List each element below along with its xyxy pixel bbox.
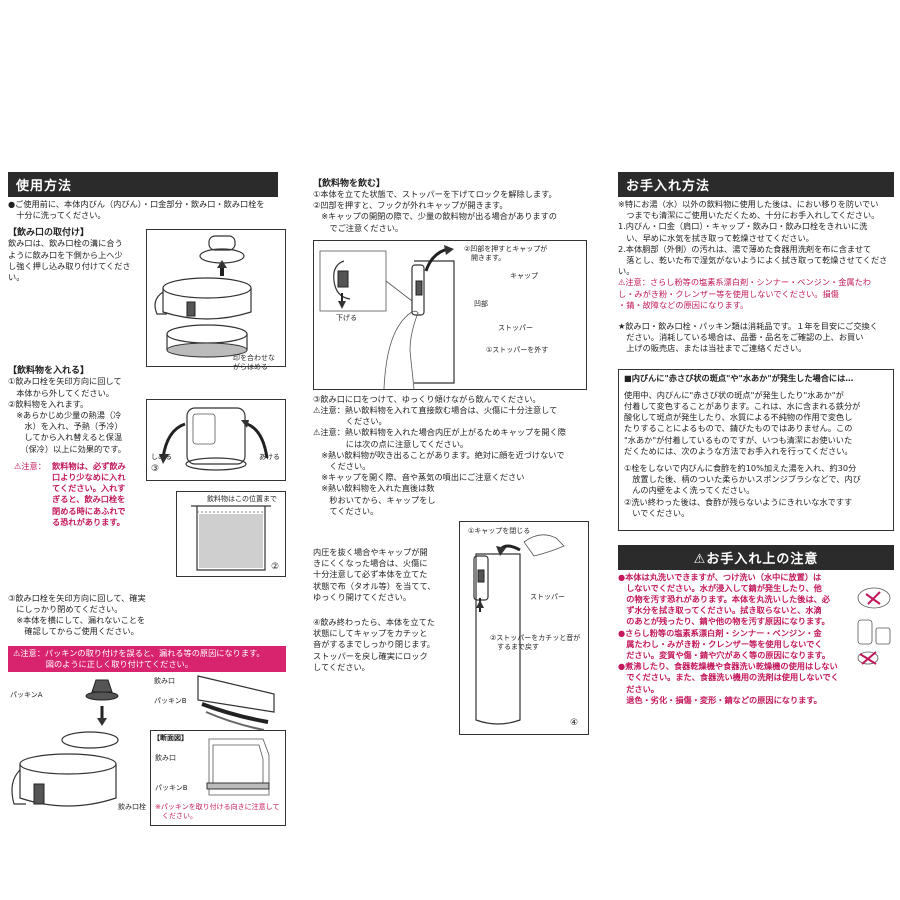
stopper-label: ストッパー <box>498 323 533 332</box>
drink-step-4: ④飲み終わったら、本体を立てた 状態にしてキャップをカチッと 音がするまでしっか… <box>313 617 435 672</box>
recess-label: 凹部 <box>474 299 488 308</box>
figure-4-number: ④ <box>570 718 579 729</box>
caution-1-label: ⚠注意： <box>313 405 345 416</box>
rust-box: ■内びんに"赤さび状の斑点"や"水あか"が発生した場合には… 使用中、内びんに"… <box>618 368 894 531</box>
drink-steps: ①本体を立てた状態で、ストッパーを下げてロックを解除します。 ②凹部を押すと、フ… <box>313 189 557 233</box>
fill-level-figure: 飲料物はこの位置まで ② <box>176 490 286 577</box>
section-gasket-b-label: パッキンB <box>155 783 188 792</box>
mount-section: 【飲み口の取付け】 飲み口は、飲み口栓の溝に合う ように飲み口を下側から上へ少 … <box>8 225 286 371</box>
remove-stopper-label: ①ストッパーを外す <box>486 345 549 354</box>
pressure-text: 内圧を抜く場合やキャップが開 きにくくなった場合は、火傷に 十分注意して必ず本体… <box>313 547 436 602</box>
figure-2-number: ② <box>271 561 280 572</box>
cap-label: キャップ <box>510 271 538 280</box>
gasket-note: ※パッキンを取り付ける向きに注意して ください。 <box>155 802 280 820</box>
care-illustration <box>857 587 891 665</box>
caution-1: ⚠注意： 飲料物は、必ず飲み 口より少なめに入れ てください。入れす ぎると、飲… <box>8 461 286 531</box>
rust-box-title: ■内びんに"赤さび状の斑点"や"水あか"が発生した場合には… <box>624 372 854 383</box>
caution-text: 飲料物は、必ず飲み 口より少なめに入れ てください。入れす ぎると、飲み口栓を … <box>52 460 126 527</box>
figure-3-number: ③ <box>151 463 160 474</box>
right-column: お手入れ方法 ※特にお湯（水）以外の飲料物に使用した後は、におい移りを防いでい … <box>618 172 894 706</box>
rust-box-steps: ①栓をしないで内びんに食酢を約10%加えた湯を入れ、約30分 放置した後、柄のつ… <box>624 463 861 518</box>
fill-title: 【飲料物を入れる】 <box>8 366 90 377</box>
open-label: あける <box>259 452 280 461</box>
mount-title: 【飲み口の取付け】 <box>8 228 90 239</box>
caution-1: ⚠注意：熱い飲料物を入れて直接飲む場合は、火傷に十分注意して ください。 <box>313 405 589 427</box>
press-label: ②凹部を押すとキャップが 開きます。 <box>464 244 548 262</box>
gasket-a-label: パッキンA <box>10 690 43 699</box>
mount-text: 飲み口は、飲み口栓の溝に合う ように飲み口を下側から上へ少 し強く押し込み取り付… <box>8 238 131 283</box>
left-column: 使用方法 ●ご使用前に、本体内びん（内びん）・口金部分・飲み口・飲み口栓を 十分… <box>8 172 286 842</box>
care-notes-text: ●本体は丸洗いできますが、つけ洗い（水中に放置）は しないでください。水が浸入し… <box>618 571 839 705</box>
close-label: しめる <box>151 452 172 461</box>
care-caution: ⚠注意：さらし粉等の塩素系漂白剤・シンナー・ベンジン・金属たわ し・みがき粉・ク… <box>618 277 894 311</box>
align-label: 印を合わせな がらはめる <box>233 354 275 372</box>
care-method-text: ※特にお湯（水）以外の飲料物に使用した後は、におい移りを防いでい つまでも清潔に… <box>618 199 888 277</box>
middle-column: 【飲料物を飲む】 ①本体を立てた状態で、ストッパーを下げてロックを解除します。 … <box>313 172 589 741</box>
usage-header: 使用方法 <box>8 172 278 197</box>
fill-level-label: 飲料物はこの位置まで <box>207 494 277 503</box>
care-notes-section: ●本体は丸洗いできますが、つけ洗い（水中に放置）は しないでください。水が浸入し… <box>618 572 894 706</box>
care-caution-label: ⚠注意： <box>618 277 650 288</box>
gasket-section: パッキンA 飲み口栓 飲み口 パッキンB 【断面図】 飲み口 パッキンB ※パッ… <box>8 672 286 842</box>
click-label: ②ストッパーをカチッと音が するまで戻す <box>490 634 581 652</box>
section-figure: 【断面図】 飲み口 パッキンB ※パッキンを取り付ける向きに注意して ください。 <box>150 729 286 826</box>
step2-text: ②飲料物を入れます。 ※あらかじめ少量の熱湯（冷 水）を入れ、予熱（予冷） して… <box>8 398 126 454</box>
close-section: 内圧を抜く場合やキャップが開 きにくくなった場合は、火傷に 十分注意して必ず本体… <box>313 521 589 741</box>
step3-text: ③飲み口栓を矢印方向に回して、確実 にしっかり閉めてください。 ※本体を横にして… <box>8 592 146 637</box>
fill-section: ②飲料物を入れます。 ※あらかじめ少量の熱湯（冷 水）を入れ、予熱（予冷） して… <box>8 398 286 587</box>
gasket-warning: ⚠注意：パッキンの取り付けを誤ると、漏れる等の原因になります。 図のように正しく… <box>8 645 286 672</box>
close-figure: ①キャップを閉じる ストッパー ②ストッパーをカチッと音が するまで戻す ④ <box>459 521 589 736</box>
care-caution-text: さらし粉等の塩素系漂白剤・シンナー・ベンジン・金属たわ し・みがき粉・クレンザー… <box>618 277 871 310</box>
section-mouth-label: 飲み口 <box>155 753 176 762</box>
caution-label: ⚠注意： <box>14 460 46 471</box>
step1-text: ①飲み口栓を矢印方向に回して 本体から外してください。 <box>8 376 122 398</box>
stopper-2-label: ストッパー <box>530 593 565 602</box>
lower-label: 下げる <box>336 313 357 322</box>
rust-box-text: 使用中、内びんに"赤さび状の斑点"が発生したり"水あか"が 付着して変色すること… <box>624 389 861 456</box>
care-method-header: お手入れ方法 <box>618 172 894 197</box>
intro-text: ●ご使用前に、本体内びん（内びん）・口金部分・飲み口・飲み口栓を 十分に洗ってく… <box>8 199 265 221</box>
mount-figure: 印を合わせな がらはめる <box>146 229 286 371</box>
mouth-label: 飲み口 <box>154 676 175 685</box>
close-cap-label: ①キャップを閉じる <box>468 527 531 536</box>
caution-2: ⚠注意：熱い飲料物を入れた場合内圧が上がるためキャップを開く際 には次の点に注意… <box>313 427 589 517</box>
plug-label: 飲み口栓 <box>118 802 146 811</box>
care-notes-header: ⚠お手入れ上の注意 <box>618 544 894 570</box>
caution-2-text: 熱い飲料物を入れた場合内圧が上がるためキャップを開く際 には次の点に注意してくだ… <box>321 427 566 516</box>
consumables-note: ★飲み口・飲み口栓・パッキン類は消耗品です。１年を目安にご交換く ださい。消耗し… <box>618 321 878 354</box>
stopper-figure: ②凹部を押すとキャップが 開きます。 キャップ 凹部 ストッパー 下げる ①スト… <box>313 239 587 390</box>
drink-title: 【飲料物を飲む】 <box>313 179 386 189</box>
open-close-figure: しめる あける ③ <box>146 398 286 481</box>
drink-step-3: ③飲み口に口をつけて、ゆっくり傾けながら飲んでください。 <box>313 393 541 404</box>
section-title: 【断面図】 <box>153 733 188 742</box>
caution-1-text: 熱い飲料物を入れて直接飲む場合は、火傷に十分注意して ください。 <box>344 405 558 427</box>
caution-2-label: ⚠注意： <box>313 427 345 438</box>
gasket-b-label: パッキンB <box>154 696 187 705</box>
